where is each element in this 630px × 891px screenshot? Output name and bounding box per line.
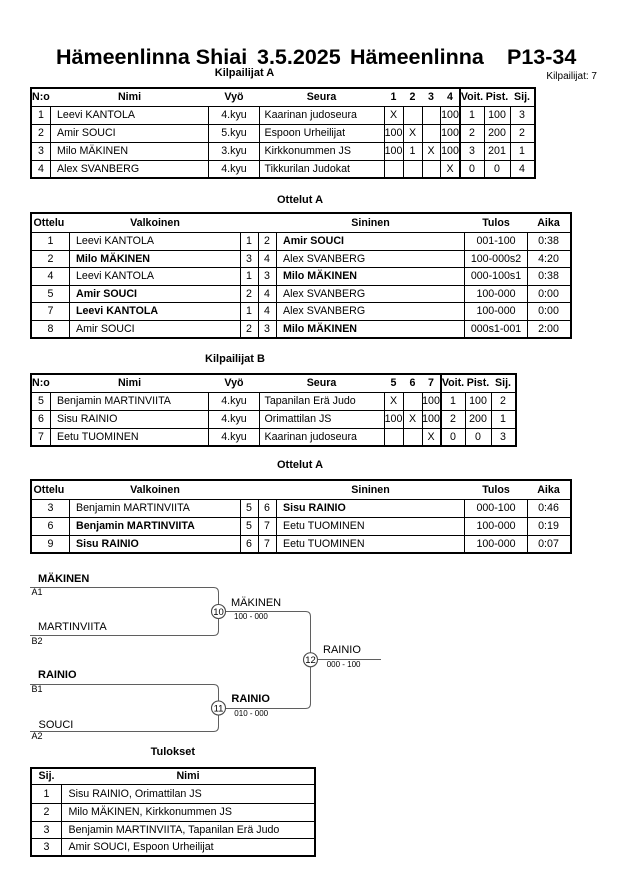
svg-text:10: 10	[213, 607, 224, 618]
svg-text:11: 11	[214, 703, 224, 714]
svg-text:12: 12	[305, 655, 316, 666]
